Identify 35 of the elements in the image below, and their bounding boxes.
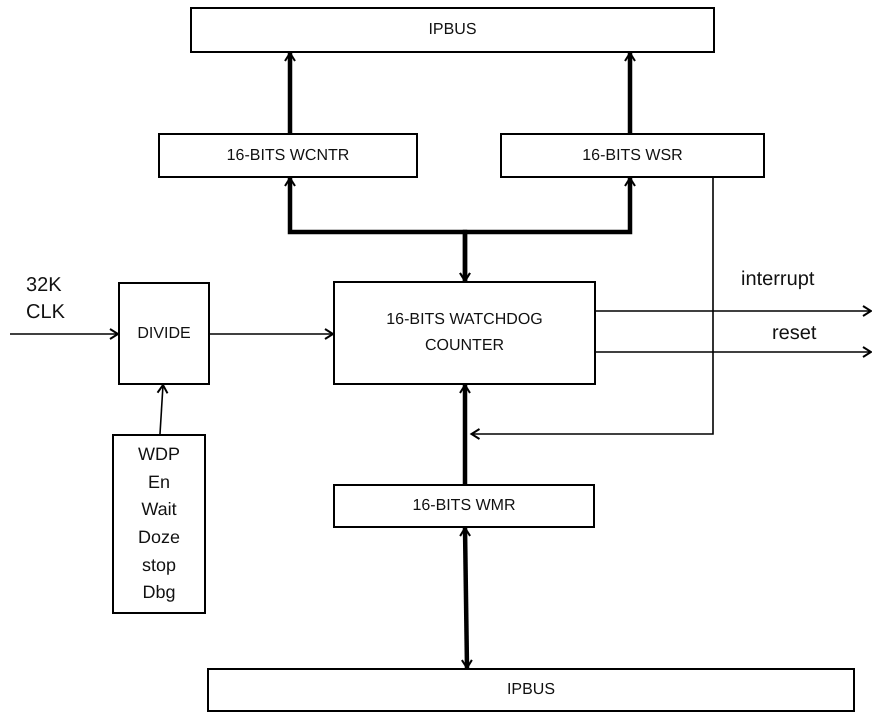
block-label: Doze <box>138 527 180 549</box>
arrow <box>210 328 334 340</box>
arrow <box>10 328 119 340</box>
block-label: 16-BITS WCNTR <box>226 146 350 166</box>
block-box <box>333 484 595 528</box>
block-label: Dbg <box>142 582 176 604</box>
block-label: IPBUS <box>428 20 476 40</box>
block-box <box>207 668 855 712</box>
arrow <box>284 52 296 133</box>
block-label: 16-BITS WSR <box>582 146 683 166</box>
signal-label: reset <box>772 321 818 346</box>
signal-label: 32K CLK <box>26 273 66 325</box>
block-box <box>158 133 418 178</box>
arrow <box>624 52 636 133</box>
arrow <box>459 384 471 484</box>
block-box <box>333 281 596 385</box>
signal-label: interrupt <box>741 267 816 292</box>
arrow <box>470 178 714 440</box>
arrow <box>596 305 872 317</box>
block-box <box>500 133 765 178</box>
arrow <box>156 384 168 434</box>
block-label: WDP <box>138 444 180 466</box>
block-box <box>112 434 206 614</box>
block-label: En <box>148 472 170 494</box>
block-label: IPBUS <box>506 680 555 700</box>
arrow <box>459 177 636 282</box>
block-label: Wait <box>141 499 177 521</box>
block-label: stop <box>142 554 176 576</box>
arrow <box>596 346 872 358</box>
arrow <box>459 527 473 669</box>
block-box <box>190 7 715 53</box>
block-label: 16-BITS WATCHDOG COUNTER <box>385 310 544 356</box>
block-label: DIVIDE <box>137 324 191 344</box>
block-label: 16-BITS WMR <box>412 496 516 516</box>
block-box <box>118 282 210 385</box>
